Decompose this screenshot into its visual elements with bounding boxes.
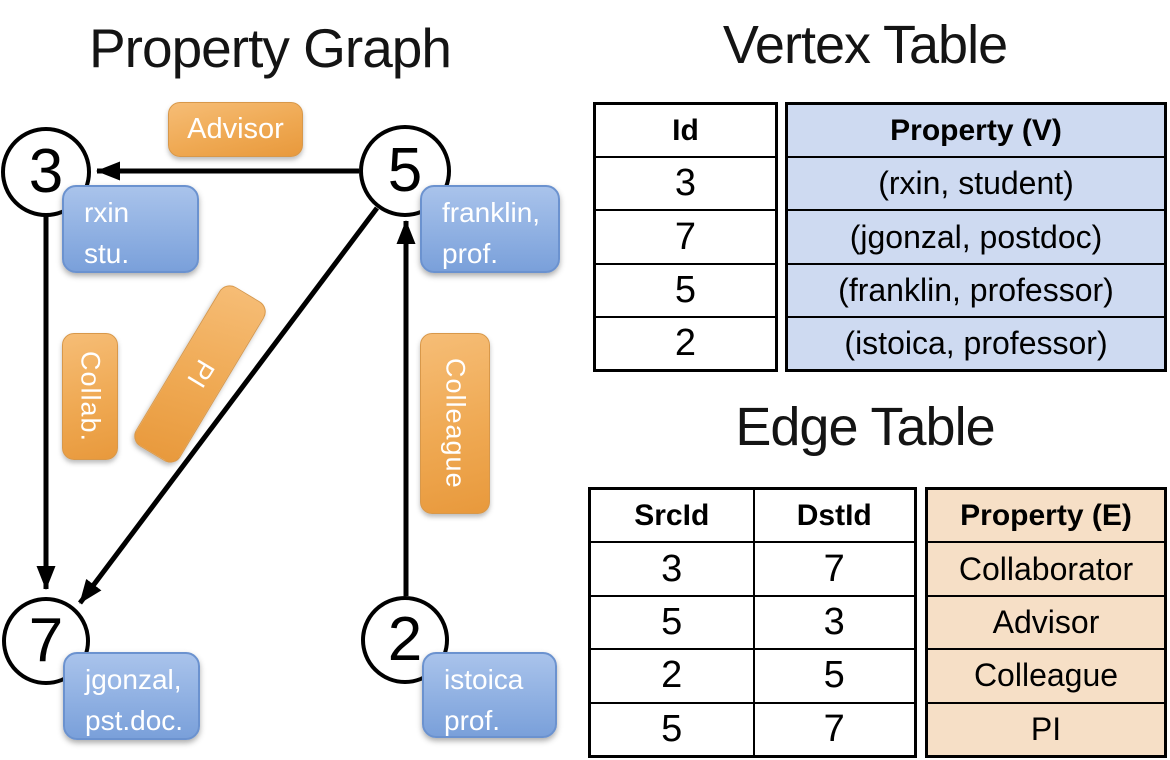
table-cell: 2 (674, 321, 697, 364)
vertex-node-5: 5 (359, 125, 451, 217)
vertex-table-property-header: Property (V) (788, 105, 1164, 159)
table-cell: 2 (661, 654, 683, 697)
vertex-property-line2: prof. (444, 705, 501, 736)
vertex-property-box-franklin: franklin, prof. (420, 185, 560, 273)
table-row: 5 7 (591, 703, 915, 756)
vertex-node-2: 2 (361, 596, 449, 684)
table-cell: 3 (752, 596, 915, 649)
vertex-table-property-column: Property (V) (rxin, student) (jgonzal, p… (785, 102, 1167, 372)
vertex-property-box-istoica: istoica prof. (422, 652, 557, 738)
table-cell: 5 (661, 601, 683, 644)
edge-table-dstid-header: DstId (752, 490, 915, 542)
table-cell: (jgonzal, postdoc) (788, 211, 1164, 265)
edge-label-text: Collab. (75, 350, 106, 443)
table-cell: Colleague (928, 650, 1164, 704)
edge-table-header-row: SrcId DstId (591, 490, 915, 544)
table-cell: 7 (596, 211, 775, 265)
vertex-id-label: 3 (28, 137, 64, 206)
edge-table-property-header: Property (E) (928, 490, 1164, 544)
edge-table-src-dst-columns: SrcId DstId 3 7 5 3 2 5 5 7 (588, 487, 917, 758)
edge-label-text: Advisor (187, 113, 284, 145)
property-graph-title: Property Graph (88, 17, 452, 79)
table-cell: 5 (752, 650, 915, 702)
table-row: 2 5 (591, 650, 915, 704)
vertex-id-label: 2 (387, 605, 423, 674)
vertex-property-line1: istoica (444, 664, 524, 695)
table-cell: 5 (596, 265, 775, 318)
table-row: 5 3 (591, 596, 915, 651)
edge-table-title: Edge Table (735, 397, 995, 457)
vertex-property-box-rxin: rxin stu. (62, 185, 199, 273)
vertex-property-line1: jgonzal, (85, 664, 182, 695)
table-cell: 7 (752, 543, 915, 595)
table-cell: 7 (752, 703, 915, 756)
edge-table-property-column: Property (E) Collaborator Advisor Collea… (925, 487, 1167, 758)
table-cell: PI (1030, 710, 1062, 747)
edge-label-text: PI (180, 354, 221, 394)
table-cell: Collaborator (928, 543, 1164, 597)
edge-label-advisor: Advisor (168, 102, 303, 157)
vertex-property-line1: franklin, (442, 197, 541, 228)
vertex-property-line1: rxin (84, 197, 130, 228)
vertex-property-line2: stu. (84, 238, 130, 269)
vertex-table-title: Vertex Table (722, 15, 1008, 75)
edge-table-srcid-header: SrcId (634, 498, 710, 532)
table-cell: Advisor (928, 597, 1164, 651)
graph-edges-layer (36, 161, 416, 605)
table-row: 3 7 (591, 543, 915, 597)
table-cell: (franklin, professor) (788, 265, 1164, 318)
vertex-property-box-jgonzal: jgonzal, pst.doc. (63, 652, 200, 740)
vertex-table-id-header: Id (596, 105, 775, 159)
vertex-property-line2: pst.doc. (85, 705, 184, 736)
edge-label-text: Colleague (440, 358, 471, 489)
vertex-id-label: 5 (387, 136, 423, 205)
table-cell: 3 (661, 547, 683, 590)
vertex-id-label: 7 (28, 606, 64, 675)
edge-label-colleague: Colleague (420, 333, 490, 514)
vertex-table-id-column: Id 3 7 5 2 (593, 102, 778, 372)
table-cell: 3 (596, 158, 775, 212)
table-cell: 5 (661, 707, 683, 750)
edge-label-collab: Collab. (62, 333, 118, 460)
table-cell: (istoica, professor) (844, 324, 1108, 361)
edge-arrow-5-to-7 (78, 206, 379, 605)
table-cell: (rxin, student) (788, 158, 1164, 212)
vertex-property-line2: prof. (442, 238, 499, 269)
